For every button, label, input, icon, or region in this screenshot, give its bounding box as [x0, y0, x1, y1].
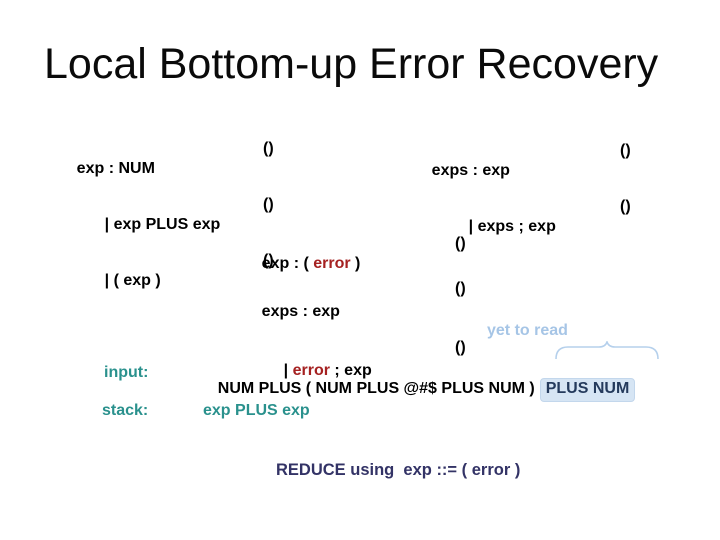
stack-label: stack:	[102, 402, 149, 419]
rule-text: ; exp	[329, 362, 372, 379]
rule-text: exp : (	[261, 255, 314, 272]
rule-action: ()	[455, 280, 466, 297]
grammar-row: exp : NUM ()	[50, 139, 274, 177]
rule-text: exps : exp	[261, 303, 340, 320]
rule-text: |	[283, 362, 293, 379]
error-keyword: error	[292, 362, 330, 379]
grammar-row: exps : exp ()	[235, 277, 466, 320]
input-token-stream: NUM PLUS ( NUM PLUS @#$ PLUS NUM )PLUS N…	[200, 360, 636, 420]
grammar-row: | exp PLUS exp ()	[50, 195, 274, 233]
grammar-row: exps : exp ()	[405, 141, 631, 179]
grammar-row: | error ; exp ()	[235, 336, 466, 379]
rule-action: ()	[263, 196, 274, 213]
input-consumed-tokens: NUM PLUS ( NUM PLUS @#$ PLUS NUM )	[217, 380, 535, 397]
yet-to-read-label: yet to read	[487, 322, 568, 339]
rule-action: ()	[620, 142, 631, 159]
rule-text: | exp PLUS exp	[104, 216, 221, 233]
grammar-block-exps-error: exps : exp () | error ; exp ()	[235, 241, 466, 395]
rule-action: ()	[455, 339, 466, 356]
grammar-block-exps: exps : exp () | exps ; exp ()	[405, 105, 631, 253]
overbrace-icon	[555, 341, 659, 359]
rule-action: ()	[263, 252, 274, 269]
grammar-block-error-rule: exp : ( error ) ()	[235, 198, 466, 290]
rule-text: exp : NUM	[76, 160, 155, 177]
grammar-row: exp : ( error ) ()	[235, 234, 466, 272]
rule-action: ()	[620, 198, 631, 215]
rule-text: )	[350, 255, 361, 272]
grammar-row: | ( exp ) ()	[50, 251, 274, 289]
input-label: input:	[104, 364, 149, 381]
parser-action: REDUCE using exp ::= ( error )	[276, 461, 521, 479]
grammar-block-exp: exp : NUM () | exp PLUS exp () | ( exp )…	[50, 103, 274, 307]
input-yet-to-read-tokens: PLUS NUM	[539, 378, 636, 402]
error-keyword: error	[313, 255, 351, 272]
slide-title: Local Bottom-up Error Recovery	[44, 40, 659, 88]
rule-text: exps : exp	[431, 162, 510, 179]
stack-contents: exp PLUS exp	[203, 402, 310, 419]
rule-action: ()	[263, 140, 274, 157]
rule-text: | ( exp )	[104, 272, 161, 289]
rule-action: ()	[455, 235, 466, 252]
grammar-row: | exps ; exp ()	[405, 197, 631, 235]
rule-text: | exps ; exp	[468, 218, 556, 235]
